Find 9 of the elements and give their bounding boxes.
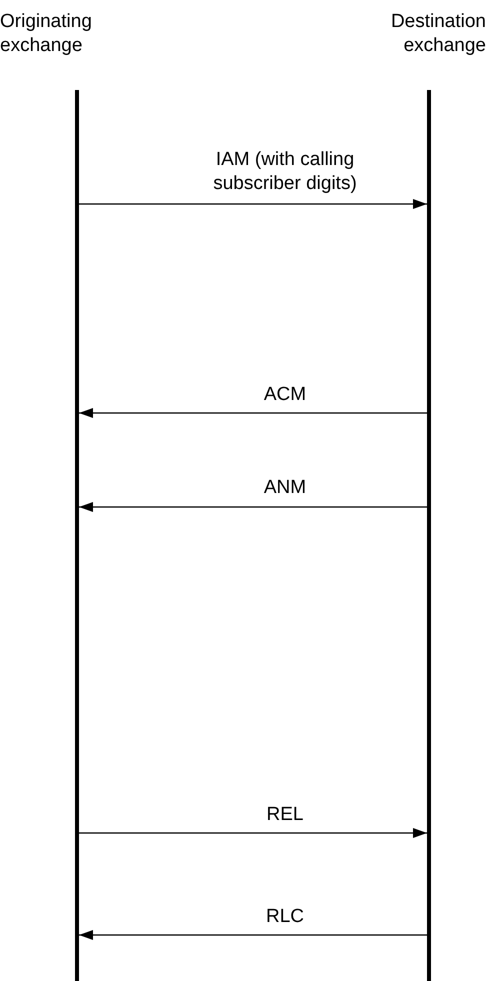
message-arrow — [79, 502, 427, 512]
message-arrow — [79, 828, 427, 838]
message-arrow — [79, 408, 427, 418]
lifeline-header: Destination exchange — [390, 10, 486, 58]
lifeline-header: Originating exchange — [0, 10, 93, 58]
lifeline — [75, 90, 79, 981]
message-arrow — [79, 199, 427, 209]
message-arrow — [79, 930, 427, 940]
lifeline — [427, 90, 431, 981]
